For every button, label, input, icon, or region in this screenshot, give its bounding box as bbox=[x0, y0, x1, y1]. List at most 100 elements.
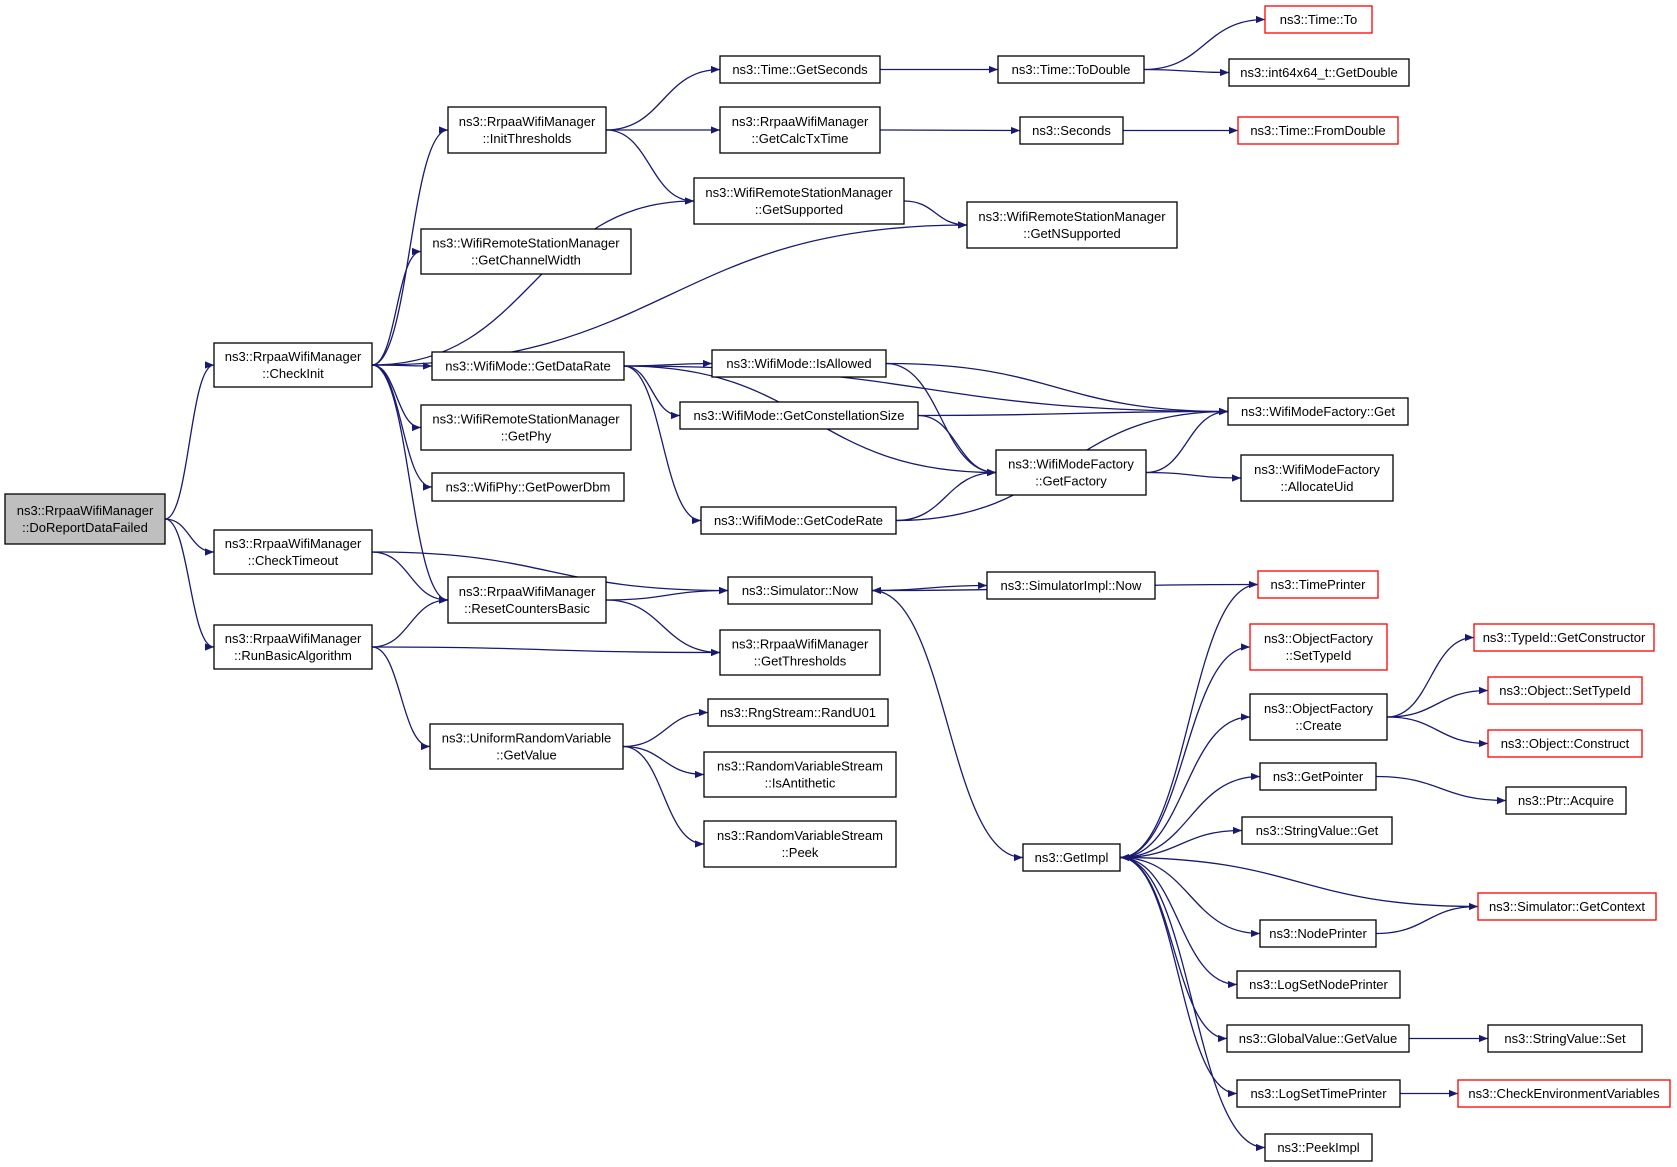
node-label: ::CheckTimeout bbox=[248, 553, 339, 568]
node-box bbox=[703, 751, 897, 798]
node-ptr-acquire[interactable]: ns3::Ptr::Acquire bbox=[1505, 786, 1627, 815]
node-label: ns3::NodePrinter bbox=[1269, 926, 1367, 941]
node-wifi-mode-get-code-rate[interactable]: ns3::WifiMode::GetCodeRate bbox=[700, 506, 897, 535]
node-wifi-mode-factory-get-factory[interactable]: ns3::WifiModeFactory::GetFactory bbox=[995, 449, 1147, 496]
node-label: ns3::Seconds bbox=[1032, 123, 1111, 138]
node-wifi-phy-get-power-dbm[interactable]: ns3::WifiPhy::GetPowerDbm bbox=[431, 472, 625, 502]
edge-n15-to-n25 bbox=[917, 414, 997, 477]
node-label: ns3::Time::GetSeconds bbox=[732, 62, 868, 77]
node-seconds[interactable]: ns3::Seconds bbox=[1019, 116, 1124, 145]
node-time-from-double[interactable]: ns3::Time::FromDouble bbox=[1237, 116, 1399, 145]
node-box bbox=[1259, 919, 1377, 948]
node-box bbox=[420, 404, 632, 451]
node-simulator-now[interactable]: ns3::Simulator::Now bbox=[727, 576, 873, 605]
node-box bbox=[1241, 816, 1393, 845]
node-uniform-random-variable-get-value[interactable]: ns3::UniformRandomVariable::GetValue bbox=[429, 723, 624, 770]
node-wifi-remote-station-manager-get-nsupported[interactable]: ns3::WifiRemoteStationManager::GetNSuppo… bbox=[966, 201, 1178, 249]
edge-n12-to-n23 bbox=[879, 126, 1021, 135]
edge-n16-to-n25 bbox=[895, 468, 997, 522]
node-rrpaa-wifi-manager-get-thresholds[interactable]: ns3::RrpaaWifiManager::GetThresholds bbox=[719, 629, 881, 676]
node-type-id-get-constructor[interactable]: ns3::TypeId::GetConstructor bbox=[1473, 623, 1655, 652]
node-random-variable-stream-peek[interactable]: ns3::RandomVariableStream::Peek bbox=[703, 820, 897, 868]
node-rrpaa-wifi-manager-run-basic-algorithm[interactable]: ns3::RrpaaWifiManager::RunBasicAlgorithm bbox=[213, 624, 373, 670]
node-int64x64-t-get-double[interactable]: ns3::int64x64_t::GetDouble bbox=[1228, 58, 1410, 87]
node-wifi-mode-get-constellation-size[interactable]: ns3::WifiMode::GetConstellationSize bbox=[679, 401, 919, 430]
node-label: ::GetChannelWidth bbox=[471, 253, 581, 268]
node-label: ::GetPhy bbox=[501, 429, 552, 444]
node-box bbox=[1237, 116, 1399, 145]
node-simulator-impl-now[interactable]: ns3::SimulatorImpl::Now bbox=[986, 571, 1156, 600]
node-log-set-node-printer[interactable]: ns3::LogSetNodePrinter bbox=[1236, 970, 1401, 999]
node-box bbox=[995, 449, 1147, 496]
node-label: ::SetTypeId bbox=[1286, 648, 1352, 663]
node-rrpaa-wifi-manager-init-thresholds[interactable]: ns3::RrpaaWifiManager::InitThresholds bbox=[447, 106, 607, 154]
node-peek-impl[interactable]: ns3::PeekImpl bbox=[1264, 1133, 1373, 1162]
node-box bbox=[1487, 676, 1643, 705]
node-box bbox=[1228, 58, 1410, 87]
node-rrpaa-wifi-manager-do-report-data-failed[interactable]: ns3::RrpaaWifiManager::DoReportDataFaile… bbox=[4, 493, 166, 545]
node-string-value-set[interactable]: ns3::StringValue::Set bbox=[1487, 1024, 1643, 1053]
edge-n4-to-n11 bbox=[605, 65, 721, 131]
node-box bbox=[1264, 1133, 1373, 1162]
node-label: ::GetCalcTxTime bbox=[751, 131, 848, 146]
node-wifi-mode-get-data-rate[interactable]: ns3::WifiMode::GetDataRate bbox=[431, 351, 625, 381]
node-time-to[interactable]: ns3::Time::To bbox=[1264, 5, 1373, 34]
node-box bbox=[1505, 786, 1627, 815]
node-label: ns3::PeekImpl bbox=[1277, 1140, 1359, 1155]
node-wifi-remote-station-manager-get-phy[interactable]: ns3::WifiRemoteStationManager::GetPhy bbox=[420, 404, 632, 451]
node-wifi-remote-station-manager-get-supported[interactable]: ns3::WifiRemoteStationManager::GetSuppor… bbox=[693, 177, 905, 225]
node-wifi-mode-is-allowed[interactable]: ns3::WifiMode::IsAllowed bbox=[711, 349, 887, 378]
node-label: ns3::RandomVariableStream bbox=[717, 759, 883, 774]
node-time-printer[interactable]: ns3::TimePrinter bbox=[1257, 570, 1379, 599]
node-object-factory-create[interactable]: ns3::ObjectFactory::Create bbox=[1249, 693, 1388, 741]
edge-n13-to-n24 bbox=[903, 200, 968, 229]
node-rrpaa-wifi-manager-get-calc-tx-time[interactable]: ns3::RrpaaWifiManager::GetCalcTxTime bbox=[719, 106, 881, 154]
edge-n27-to-n33 bbox=[1119, 580, 1259, 859]
node-box bbox=[213, 342, 373, 388]
node-rrpaa-wifi-manager-reset-counters-basic[interactable]: ns3::RrpaaWifiManager::ResetCountersBasi… bbox=[447, 576, 607, 624]
node-get-pointer[interactable]: ns3::GetPointer bbox=[1259, 762, 1377, 791]
node-rng-stream-rand-u01[interactable]: ns3::RngStream::RandU01 bbox=[707, 698, 889, 727]
node-wifi-remote-station-manager-get-channel-width[interactable]: ns3::WifiRemoteStationManager::GetChanne… bbox=[420, 228, 632, 275]
node-box bbox=[1236, 970, 1401, 999]
node-box bbox=[1249, 623, 1388, 671]
edge-n35-to-n44 bbox=[1386, 686, 1489, 718]
node-label: ::IsAntithetic bbox=[765, 776, 836, 791]
node-random-variable-stream-is-antithetic[interactable]: ns3::RandomVariableStream::IsAntithetic bbox=[703, 751, 897, 798]
node-wifi-mode-factory-allocate-uid[interactable]: ns3::WifiModeFactory::AllocateUid bbox=[1240, 454, 1394, 502]
node-time-get-seconds[interactable]: ns3::Time::GetSeconds bbox=[719, 55, 881, 84]
edge-n27-to-n35 bbox=[1119, 713, 1251, 859]
edge-n10-to-n20 bbox=[622, 745, 705, 779]
node-label: ::Peek bbox=[782, 845, 819, 860]
node-box bbox=[420, 228, 632, 275]
node-box bbox=[1249, 693, 1388, 741]
node-log-set-time-printer[interactable]: ns3::LogSetTimePrinter bbox=[1236, 1079, 1401, 1108]
node-label: ns3::RrpaaWifiManager bbox=[459, 584, 596, 599]
node-get-impl[interactable]: ns3::GetImpl bbox=[1022, 843, 1121, 872]
node-object-construct[interactable]: ns3::Object::Construct bbox=[1487, 729, 1643, 758]
node-label: ns3::CheckEnvironmentVariables bbox=[1468, 1086, 1660, 1101]
edge-n10-to-n19 bbox=[622, 708, 709, 748]
edge-n27-to-n34 bbox=[1119, 643, 1251, 859]
node-object-factory-set-type-id[interactable]: ns3::ObjectFactory::SetTypeId bbox=[1249, 623, 1388, 671]
node-box bbox=[447, 576, 607, 624]
node-object-set-type-id[interactable]: ns3::Object::SetTypeId bbox=[1487, 676, 1643, 705]
node-simulator-get-context[interactable]: ns3::Simulator::GetContext bbox=[1477, 892, 1657, 921]
node-global-value-get-value[interactable]: ns3::GlobalValue::GetValue bbox=[1226, 1024, 1410, 1053]
node-check-environment-variables[interactable]: ns3::CheckEnvironmentVariables bbox=[1457, 1079, 1671, 1108]
node-box bbox=[1264, 5, 1373, 34]
node-string-value-get[interactable]: ns3::StringValue::Get bbox=[1241, 816, 1393, 845]
node-wifi-mode-factory-get[interactable]: ns3::WifiModeFactory::Get bbox=[1227, 397, 1409, 426]
node-time-to-double[interactable]: ns3::Time::ToDouble bbox=[997, 55, 1145, 84]
edge-n27-to-n42 bbox=[1119, 856, 1266, 1152]
node-rrpaa-wifi-manager-check-init[interactable]: ns3::RrpaaWifiManager::CheckInit bbox=[213, 342, 373, 388]
edge-n25-to-n32 bbox=[1145, 471, 1242, 482]
node-label: ns3::WifiMode::IsAllowed bbox=[726, 356, 871, 371]
node-label: ::Create bbox=[1295, 718, 1341, 733]
node-label: ns3::WifiModeFactory bbox=[1254, 462, 1380, 477]
node-node-printer[interactable]: ns3::NodePrinter bbox=[1259, 919, 1377, 948]
node-box bbox=[1487, 729, 1643, 758]
node-rrpaa-wifi-manager-check-timeout[interactable]: ns3::RrpaaWifiManager::CheckTimeout bbox=[213, 529, 373, 575]
node-label: ::DoReportDataFailed bbox=[22, 520, 148, 535]
edge-n35-to-n45 bbox=[1386, 716, 1489, 748]
